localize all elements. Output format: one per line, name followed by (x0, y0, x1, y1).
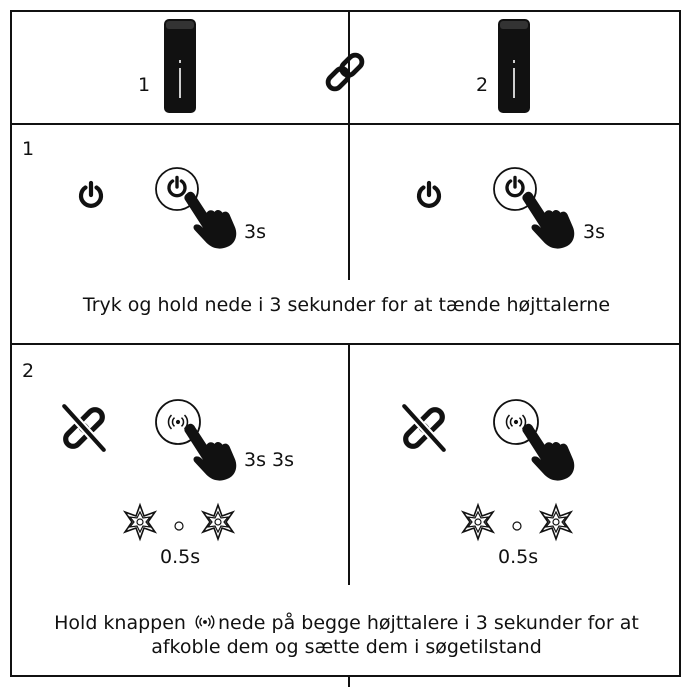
step1-instruction: Tryk og hold nede i 3 sekunder for at tæ… (82, 294, 611, 316)
step2-instruction-line2: afkoble dem og sætte dem i søgetilstand (151, 636, 542, 658)
divider-header (10, 123, 681, 125)
unlink-icon (398, 402, 450, 454)
blink-dot-icon (174, 516, 184, 531)
divider-header-vertical (348, 10, 350, 123)
speaker-icon (497, 18, 531, 114)
speaker-right-label: 2 (476, 74, 489, 96)
hand-pointer-icon (180, 420, 242, 482)
step1-right-duration: 3s (583, 221, 605, 243)
blinking-star-icon (198, 502, 238, 542)
speaker-icon (163, 18, 197, 114)
hand-pointer-icon (518, 420, 580, 482)
hand-pointer-icon (518, 188, 580, 250)
step2-number: 2 (22, 360, 35, 382)
power-icon (414, 180, 444, 210)
instruction-text-before: Hold knappen (54, 612, 193, 634)
step2-right-blink-interval: 0.5s (498, 546, 539, 568)
blinking-star-icon (458, 502, 498, 542)
blinking-star-icon (120, 502, 160, 542)
unlink-icon (58, 402, 110, 454)
divider-bottom-tick (348, 675, 350, 687)
step2-left-duration: 3s 3s (244, 449, 295, 471)
divider-step1 (10, 343, 681, 345)
step1-left-duration: 3s (244, 221, 266, 243)
divider-step1-vertical (348, 125, 350, 280)
hand-pointer-icon (180, 188, 242, 250)
pairing-signal-icon (192, 613, 218, 629)
power-icon (76, 180, 106, 210)
blinking-star-icon (536, 502, 576, 542)
step2-instruction-line1: Hold knappen nede på begge højttalere i … (0, 612, 693, 634)
step2-left-blink-interval: 0.5s (160, 546, 201, 568)
speaker-left-label: 1 (138, 74, 151, 96)
blink-dot-icon (512, 516, 522, 531)
instruction-text-after: nede på begge højttalere i 3 sekunder fo… (218, 612, 639, 634)
link-icon (321, 48, 369, 96)
step1-number: 1 (22, 138, 35, 160)
divider-step2-vertical (348, 345, 350, 585)
